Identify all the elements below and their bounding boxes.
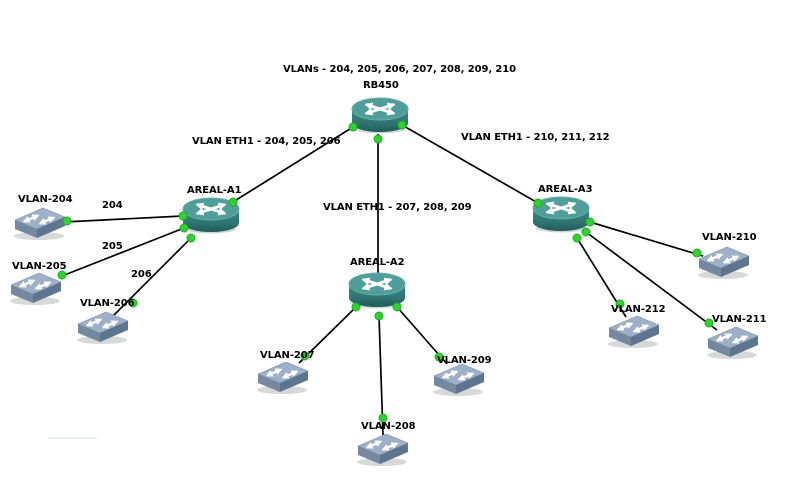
node-label-vlan-212: VLAN-212 [611,304,666,315]
link-rb450-areal-a3[interactable] [401,124,539,204]
port-dot [533,198,543,208]
node-vlan-205-icon[interactable] [10,273,61,305]
port-dot [378,413,388,423]
port-dot [572,233,582,243]
port-dot [397,120,407,130]
node-label-areal-a3: AREAL-A3 [538,184,593,195]
node-vlan-212-icon[interactable] [608,316,659,348]
port-dot [351,302,361,312]
node-vlan-207-icon[interactable] [257,362,308,394]
link-rb450-areal-a1[interactable] [232,126,354,203]
link-label-trunk-a3: VLAN ETH1 - 210, 211, 212 [461,132,610,143]
link-label-trunk-a2: VLAN ETH1 - 207, 208, 209 [323,202,472,213]
node-vlan-210-icon[interactable] [698,247,749,279]
diagram-note: VLANs - 204, 205, 206, 207, 208, 209, 21… [283,64,516,75]
port-dot [373,134,383,144]
node-vlan-211-icon[interactable] [707,327,758,359]
port-dot [704,318,714,328]
port-dot [186,233,196,243]
node-label-areal-a1: AREAL-A1 [187,185,242,196]
node-label-vlan-206: VLAN-206 [80,298,135,309]
port-dot [178,211,188,221]
port-dot [692,248,702,258]
nodes-layer [10,98,758,466]
port-dot [392,302,402,312]
link-areal-a1-vlan-206[interactable] [110,237,192,319]
link-label-vlan-204: 204 [102,200,123,211]
port-dot [615,299,625,309]
node-label-vlan-205: VLAN-205 [12,261,67,272]
faint-artifact-line [48,437,97,439]
port-dot [434,352,444,362]
node-label-vlan-210: VLAN-210 [702,232,757,243]
node-vlan-208-icon[interactable] [357,434,408,466]
node-label-vlan-207: VLAN-207 [260,350,315,361]
port-dot [581,227,591,237]
port-dot [62,216,72,226]
node-vlan-209-icon[interactable] [433,364,484,396]
node-label-rb450: RB450 [363,80,399,91]
port-dot [348,122,358,132]
node-vlan-204-icon[interactable] [14,208,65,240]
node-vlan-206-icon[interactable] [77,312,128,344]
ports-layer [57,120,714,423]
node-label-areal-a2: AREAL-A2 [350,257,405,268]
link-areal-a3-vlan-211[interactable] [585,231,718,331]
port-dot [179,223,189,233]
link-areal-a3-vlan-210[interactable] [589,221,704,257]
links-layer [61,124,718,436]
node-label-vlan-209: VLAN-209 [437,355,492,366]
port-dot [128,298,138,308]
port-dot [228,197,238,207]
port-dot [585,217,595,227]
node-label-vlan-208: VLAN-208 [361,421,416,432]
node-label-vlan-211: VLAN-211 [712,314,767,325]
node-label-vlan-204: VLAN-204 [18,194,73,205]
link-areal-a1-vlan-204[interactable] [63,215,184,223]
link-areal-a1-vlan-205[interactable] [61,227,185,277]
port-dot [57,270,67,280]
link-label-vlan-205: 205 [102,241,123,252]
link-label-trunk-a1: VLAN ETH1 - 204, 205, 206 [192,136,341,147]
port-dot [300,351,310,361]
link-label-vlan-206: 206 [131,269,152,280]
port-dot [374,311,384,321]
